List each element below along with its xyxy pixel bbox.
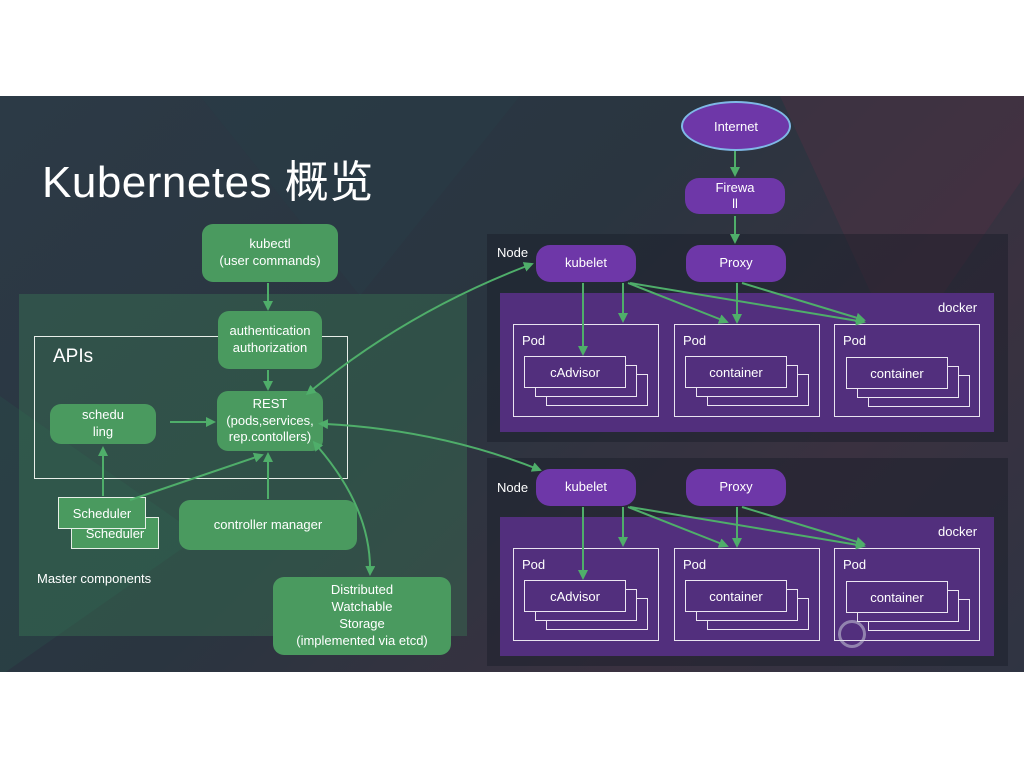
- arrow-rest-storage: [312, 440, 376, 576]
- qingcloud-logo: [838, 620, 866, 648]
- rest-api-box[interactable]: REST (pods,services, rep.contollers): [217, 391, 323, 451]
- master-components-label: Master components: [37, 571, 152, 586]
- apis-label: APIs: [53, 346, 94, 367]
- pod-label: Pod: [522, 557, 546, 572]
- arrow-rest-kubelet-2: [318, 419, 542, 472]
- cadvisor-container[interactable]: cAdvisor: [524, 356, 626, 388]
- proxy-box-2[interactable]: Proxy: [686, 469, 786, 506]
- kubelet-box-1[interactable]: kubelet: [536, 245, 636, 282]
- page-title: Kubernetes 概览: [42, 158, 374, 207]
- distributed-storage-box[interactable]: Distributed Watchable Storage (implement…: [273, 577, 451, 655]
- pod-label: Pod: [843, 333, 867, 348]
- kubelet-box-2[interactable]: kubelet: [536, 469, 636, 506]
- node-label-1: Node: [497, 245, 529, 260]
- scheduler-card[interactable]: Scheduler: [58, 497, 146, 529]
- proxy-box-1[interactable]: Proxy: [686, 245, 786, 282]
- arrow-kubelet1-pod2: [627, 282, 729, 324]
- arrow-kubelet2-pod3: [629, 506, 866, 550]
- arrow-kubelet1-pod3: [629, 282, 866, 326]
- arrow-kubelet2-pod2: [627, 506, 729, 548]
- docker-label-2: docker: [938, 524, 978, 539]
- container-box[interactable]: container: [846, 581, 948, 613]
- arrow-proxy2-pod3: [741, 506, 866, 547]
- container-box[interactable]: container: [846, 357, 948, 389]
- arrow-proxy1-pod3: [741, 282, 866, 323]
- node-label-2: Node: [497, 480, 529, 495]
- cadvisor-container[interactable]: cAdvisor: [524, 580, 626, 612]
- arrow-scheduler-to-rest: [129, 452, 264, 501]
- firewall-box[interactable]: Firewa ll: [685, 178, 785, 214]
- pod-label: Pod: [683, 333, 707, 348]
- qingcloud-logo-icon: [838, 620, 866, 648]
- container-box[interactable]: container: [685, 356, 787, 388]
- pod-label: Pod: [683, 557, 707, 572]
- docker-label-1: docker: [938, 300, 978, 315]
- pod-2-1[interactable]: [513, 548, 659, 641]
- authentication-authorization-box[interactable]: authentication authorization: [218, 311, 322, 369]
- container-box[interactable]: container: [685, 580, 787, 612]
- pod-2-2[interactable]: [674, 548, 820, 641]
- pod-1-3[interactable]: [834, 324, 980, 417]
- pod-1-2[interactable]: [674, 324, 820, 417]
- internet-node[interactable]: Internet: [681, 101, 791, 151]
- pod-2-3[interactable]: [834, 548, 980, 641]
- arrow-rest-kubelet-1: [305, 262, 534, 396]
- pod-label: Pod: [843, 557, 867, 572]
- scheduling-box[interactable]: schedu ling: [50, 404, 156, 444]
